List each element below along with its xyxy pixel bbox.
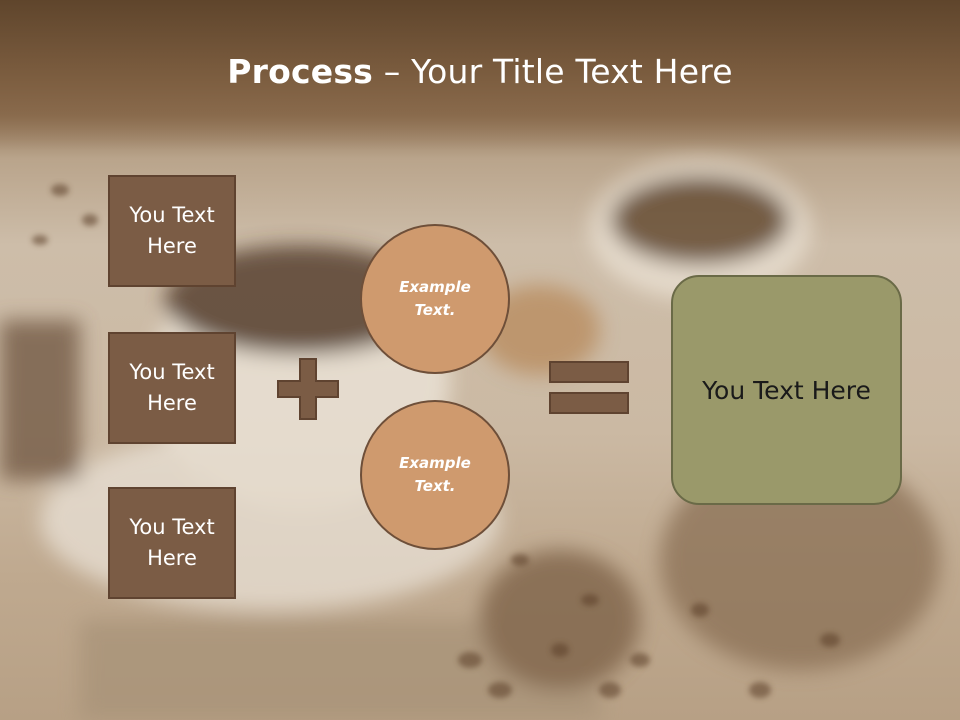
left-text-box-label: You Text Here	[129, 360, 215, 415]
left-text-box-label: You Text Here	[129, 203, 215, 258]
left-text-box-label: You Text Here	[129, 515, 215, 570]
result-box[interactable]: You Text Here	[671, 275, 902, 505]
example-circle-label: Example Text.	[399, 454, 471, 495]
example-circle-2[interactable]: Example Text.	[360, 400, 510, 550]
title-rest: – Your Title Text Here	[373, 52, 733, 91]
example-circle-label: Example Text.	[399, 278, 471, 319]
equals-icon	[549, 361, 629, 414]
slide-title: Process – Your Title Text Here	[0, 52, 960, 91]
result-box-label: You Text Here	[702, 375, 871, 405]
example-circle-1[interactable]: Example Text.	[360, 224, 510, 374]
left-text-box-3[interactable]: You Text Here	[108, 487, 236, 599]
left-text-box-2[interactable]: You Text Here	[108, 332, 236, 444]
plus-icon	[277, 358, 339, 420]
title-bold: Process	[227, 52, 374, 91]
left-text-box-1[interactable]: You Text Here	[108, 175, 236, 287]
